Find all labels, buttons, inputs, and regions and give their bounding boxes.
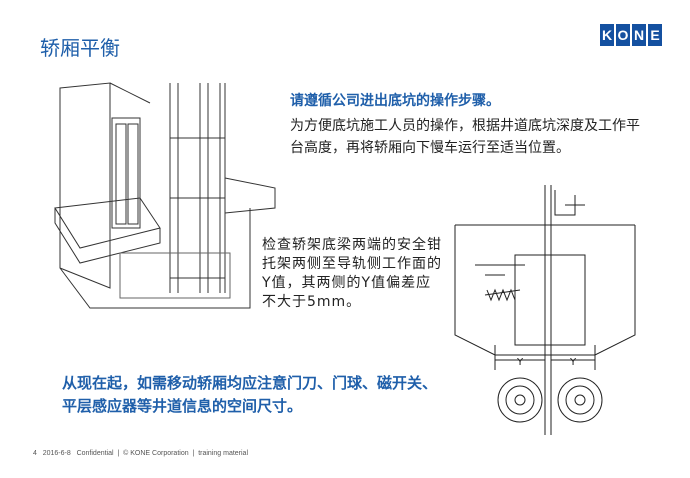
check-instruction: 检查轿架底梁两端的安全钳托架两侧至导轨侧工作面的Y值，其两侧的Y值偏差应不大于5… (262, 237, 442, 310)
logo-letter: K (600, 24, 614, 46)
elevator-shaft-illustration (54, 82, 276, 309)
logo-letter: N (632, 24, 646, 46)
y-label-left: Y (516, 357, 524, 368)
intro-body: 为方便底坑施工人员的操作，根据井道底坑深度及工作平台高度，再将轿厢向下慢车运行至… (290, 118, 640, 156)
page-title: 轿厢平衡 (40, 36, 120, 60)
logo-letter: E (648, 24, 662, 46)
safety-note: 从现在起，如需移动轿厢均应注意门刀、门球、磁开关、平层感应器等井道信息的空间尺寸… (62, 374, 438, 415)
logo-letter: O (616, 24, 630, 46)
safety-gear-diagram: Y Y (454, 185, 636, 435)
y-label-right: Y (569, 357, 577, 368)
footer: 4 2016-6-8 Confidential | © KONE Corpora… (33, 450, 249, 457)
intro-heading: 请遵循公司进出底坑的操作步骤。 (290, 93, 500, 109)
